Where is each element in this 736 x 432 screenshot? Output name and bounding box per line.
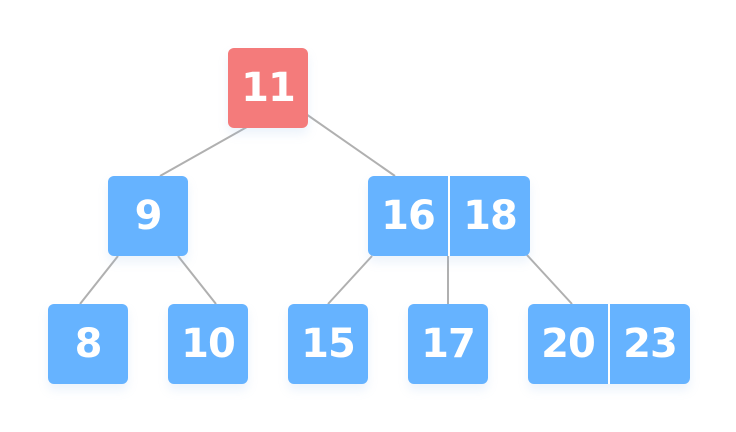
- edge-16-18-15: [327, 255, 373, 305]
- node-key: 9: [134, 193, 163, 239]
- tree-node-16-18: 16 18: [368, 176, 530, 256]
- edge-16-18-20-23: [525, 253, 573, 305]
- node-key: 15: [301, 321, 356, 367]
- key-separator: [448, 176, 450, 256]
- node-key: 17: [421, 321, 476, 367]
- node-key: 20: [541, 321, 596, 367]
- node-key: 18: [463, 193, 518, 239]
- leaf-node-10: 10: [168, 304, 248, 384]
- root-node: 11: [228, 48, 308, 128]
- edge-9-8: [79, 255, 119, 305]
- edge-11-9: [159, 122, 255, 177]
- leaf-node-20-23: 20 23: [528, 304, 690, 384]
- edge-11-16-18: [305, 113, 396, 177]
- tree-node-9: 9: [108, 176, 188, 256]
- key-separator: [608, 304, 610, 384]
- leaf-node-15: 15: [288, 304, 368, 384]
- leaf-node-8: 8: [48, 304, 128, 384]
- edge-9-10: [177, 255, 217, 305]
- node-key: 8: [74, 321, 103, 367]
- node-key: 16: [381, 193, 436, 239]
- node-key: 10: [181, 321, 236, 367]
- leaf-node-17: 17: [408, 304, 488, 384]
- node-key: 23: [623, 321, 678, 367]
- node-key: 11: [241, 65, 296, 111]
